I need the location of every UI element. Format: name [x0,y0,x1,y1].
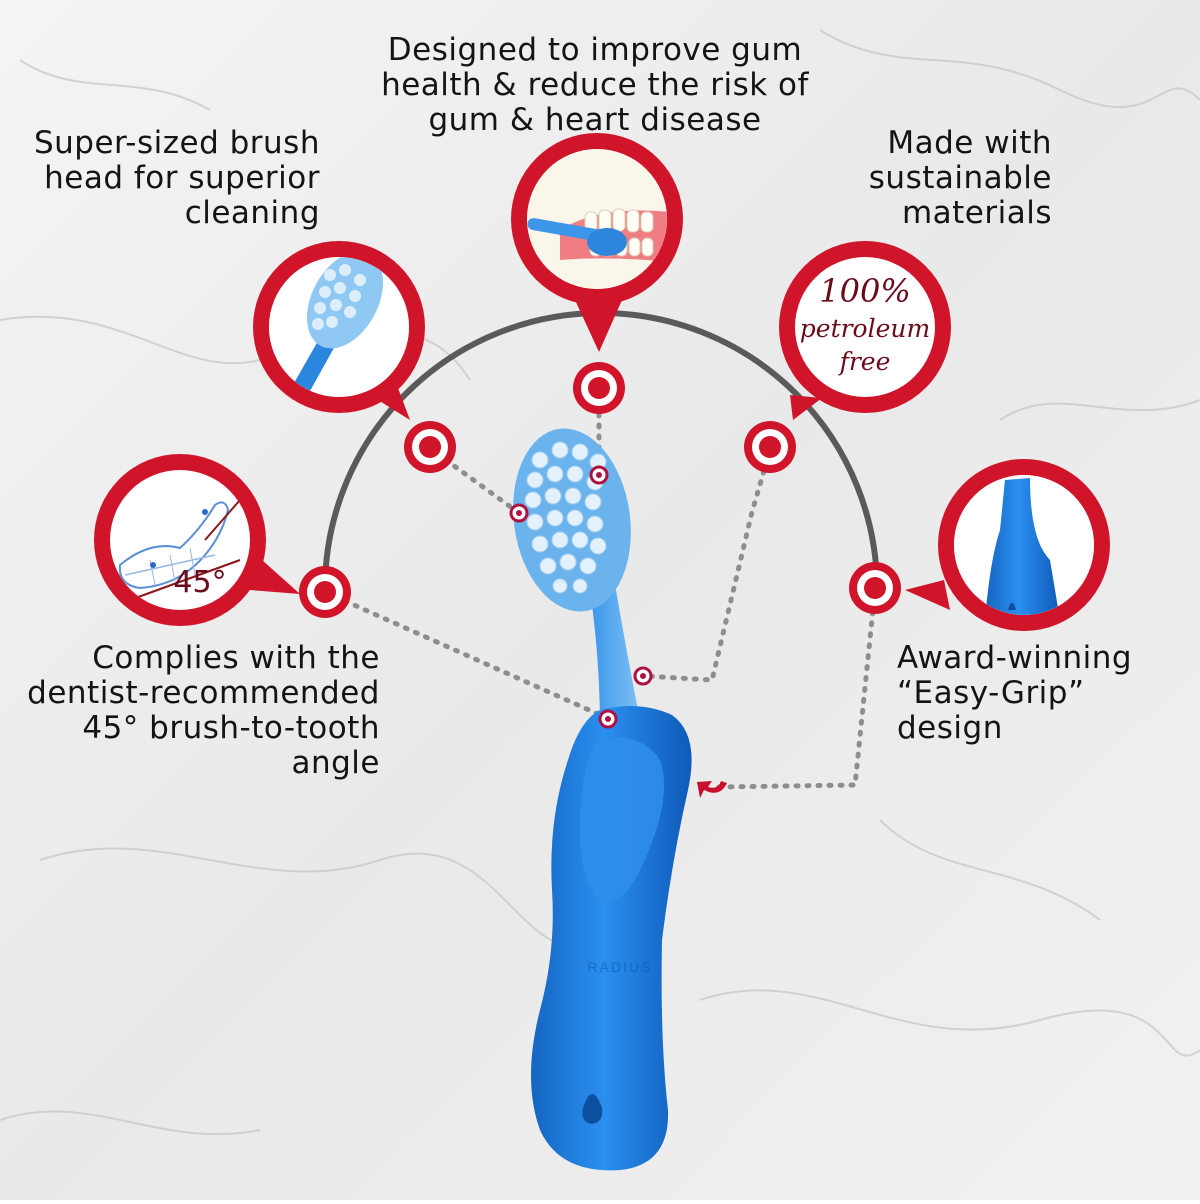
feature-label-angle: Complies with the dentist-recommended 45… [27,640,380,781]
curved-arrow-icon [697,781,727,798]
brush-pointer-dots [509,465,653,729]
callout-sustainable [744,241,951,473]
feature-label-sustainable: Made with sustainable materials [868,125,1052,231]
toothbrush-neck [590,590,640,728]
petroleum-line-2: petroleum [800,314,930,343]
toothbrush-grip-pad [579,737,665,902]
callout-grip [849,459,1110,631]
brush-head-icon [269,257,409,397]
callout-brush-head [253,241,456,473]
callout-gum-health [511,133,683,414]
marble-veins [0,29,1200,1136]
feature-label-gum-health: Designed to improve gum health & reduce … [381,32,809,138]
angle-degree-text: 45° [173,565,226,600]
teeth-brush-icon [527,149,667,289]
feature-label-grip: Award-winning “Easy-Grip” design [897,640,1133,746]
bristles [524,441,607,594]
toothbrush [509,428,727,1171]
petroleum-line-3: free [838,347,891,376]
petroleum-line-1: 100% [819,272,910,310]
feature-label-brush-head: Super-sized brush head for superior clea… [33,125,320,231]
angle-diagram-icon [118,499,241,601]
callout-angle [94,454,351,626]
brand-mark: RADIUS [588,959,653,975]
thumb-rest [582,1094,603,1124]
grip-handle-icon [954,475,1094,615]
